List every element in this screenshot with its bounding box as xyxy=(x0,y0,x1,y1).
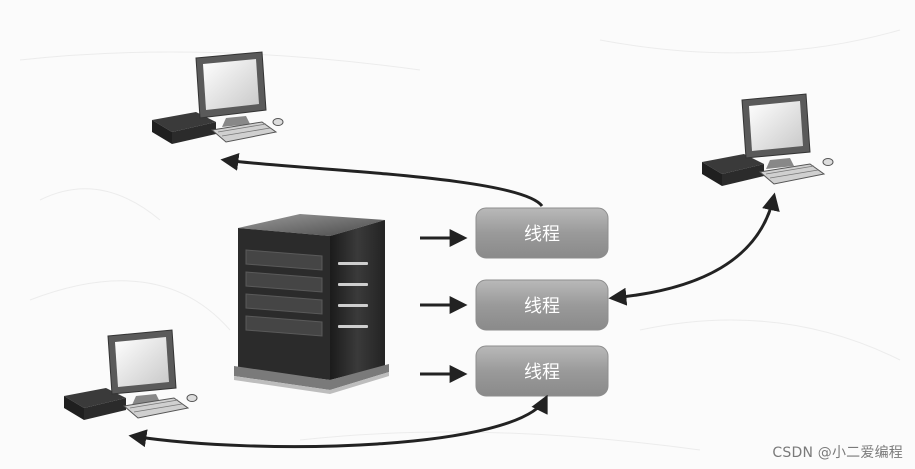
thread-box-3: 线程 xyxy=(475,345,609,397)
client-computer-icon-2 xyxy=(702,93,834,186)
client-connections xyxy=(128,152,780,449)
thread-label-1: 线程 xyxy=(524,224,560,245)
server-to-thread-arrows xyxy=(420,229,468,383)
thread-label-2: 线程 xyxy=(524,296,560,317)
thread-box-1: 线程 xyxy=(475,207,609,259)
connection-bottom-left xyxy=(128,394,548,449)
thread-label-3: 线程 xyxy=(524,362,560,383)
thread-box-2: 线程 xyxy=(475,279,609,331)
connection-right xyxy=(608,192,780,306)
client-computer-icon-1 xyxy=(152,51,284,144)
client-computer-icon-3 xyxy=(64,329,198,420)
watermark: CSDN @小二爱编程 xyxy=(772,445,903,461)
server-icon xyxy=(234,214,389,394)
connection-top-left xyxy=(220,152,544,208)
